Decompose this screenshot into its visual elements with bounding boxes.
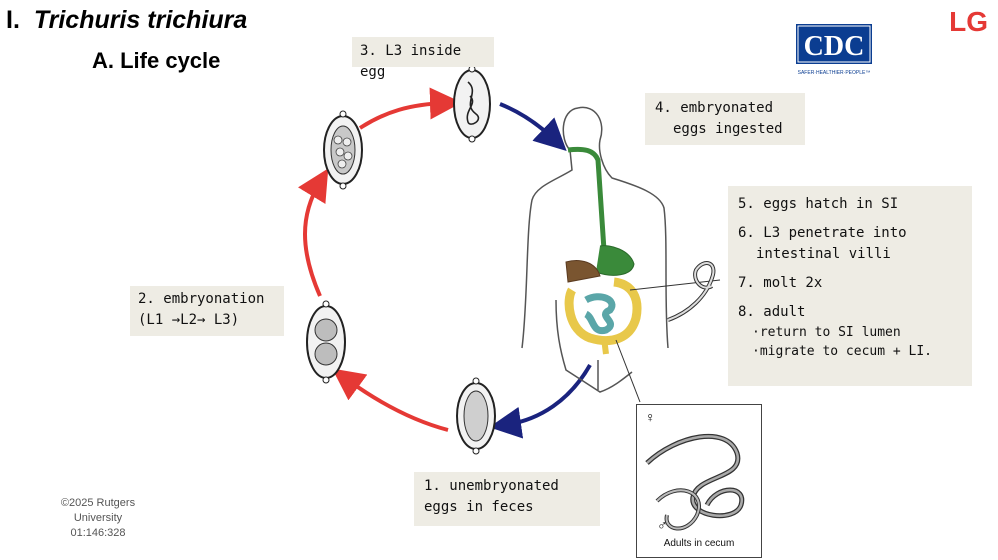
egg-morula-icon bbox=[323, 110, 363, 190]
note-steps-5-8: 5. eggs hatch in SI 6. L3 penetrate into… bbox=[728, 186, 972, 386]
egg-unembryonated-icon bbox=[456, 377, 496, 455]
page-title: I. Trichuris trichiura bbox=[6, 6, 248, 34]
arrow-feces-to-embryonation bbox=[332, 368, 449, 432]
cdc-logo-text: CDC bbox=[804, 31, 865, 62]
adults-in-cecum-inset: ♀ ♂ bbox=[636, 404, 762, 558]
note-step2: 2. embryonation (L1 →L2→ L3) bbox=[130, 286, 284, 336]
worms-cluster-icon bbox=[645, 433, 745, 531]
cdc-logo: CDC SAFER·HEALTHIER·PEOPLE™ bbox=[796, 24, 872, 76]
note-step4: 4. embryonated eggs ingested bbox=[645, 93, 805, 145]
arrow-embryonation-up bbox=[298, 168, 329, 297]
copyright-footer: ©2025 Rutgers University 01:146:328 bbox=[60, 497, 136, 539]
digestive-tract-figure bbox=[564, 146, 721, 403]
egg-larvated-icon bbox=[453, 65, 491, 143]
arrow-ingestion bbox=[499, 102, 567, 151]
corner-tag: LG bbox=[949, 6, 988, 37]
arrow-to-l3-egg bbox=[358, 87, 462, 130]
human-body-figure bbox=[521, 106, 669, 393]
egg-two-cell-icon bbox=[306, 300, 346, 384]
female-symbol: ♀ bbox=[645, 409, 656, 425]
note-step3: 3. L3 inside egg bbox=[352, 37, 494, 80]
cdc-logo-tagline: SAFER·HEALTHIER·PEOPLE™ bbox=[798, 70, 871, 76]
note-step1: 1. unembryonated eggs in feces bbox=[414, 472, 600, 526]
adult-worm-icon bbox=[667, 261, 716, 322]
section-subtitle: A. Life cycle bbox=[92, 48, 221, 73]
inset-label: Adults in cecum bbox=[663, 538, 735, 549]
arrow-to-feces bbox=[489, 364, 592, 439]
male-symbol: ♂ bbox=[657, 517, 668, 533]
